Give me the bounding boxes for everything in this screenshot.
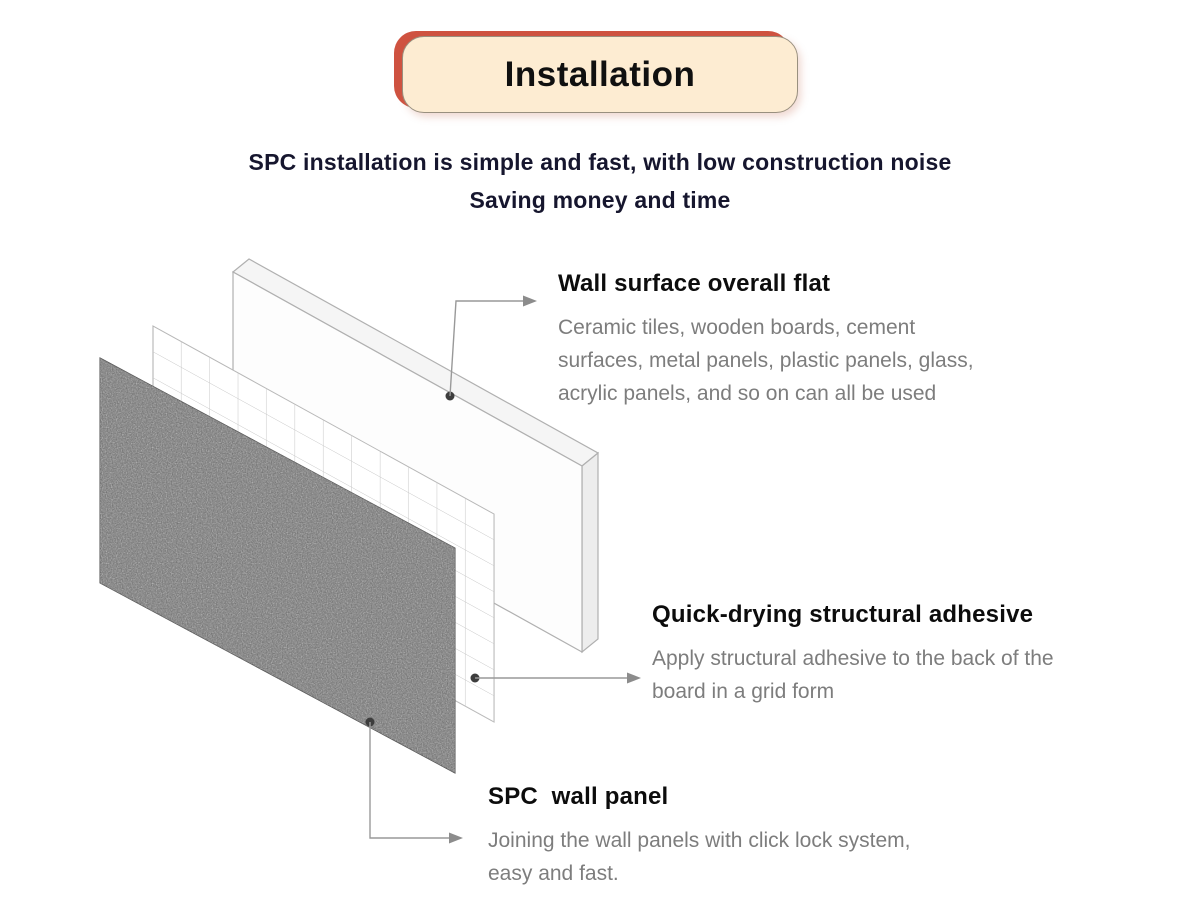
annotation-body-line: Ceramic tiles, wooden boards, cement [558,316,916,339]
intro-text: SPC installation is simple and fast, wit… [0,143,1200,219]
annotation-heading: Quick-drying structural adhesive [652,601,1034,628]
spc-panel-arrow-icon [449,832,463,844]
annotation-body-line: Joining the wall panels with click lock … [488,829,911,852]
annotation-adhesive: Quick-drying structural adhesive Apply s… [652,601,1054,708]
spc-panel-texture [100,358,455,773]
annotation-heading: SPC wall panel [488,783,669,810]
intro-line-2: Saving money and time [469,187,731,213]
spc-panel-leader-line [369,722,449,839]
spc-wall-panel [99,357,456,774]
annotation-body-line: Apply structural adhesive to the back of… [652,647,1054,670]
banner-face: Installation [402,36,798,113]
annotation-spc-panel: SPC wall panel Joining the wall panels w… [488,783,911,890]
title-banner: Installation [394,31,798,113]
annotation-body-line: easy and fast. [488,862,619,885]
annotation-heading: Wall surface overall flat [558,270,831,297]
annotation-body-line: acrylic panels, and so on can all be use… [558,382,937,405]
annotation-body-line: board in a grid form [652,680,835,703]
annotation-body-line: surfaces, metal panels, plastic panels, … [558,349,974,372]
page-title: Installation [504,54,696,94]
annotation-wall-surface: Wall surface overall flat Ceramic tiles,… [558,270,974,410]
wall-surface-side-face [581,451,599,654]
wall-surface-leader-line [449,300,523,397]
intro-line-1: SPC installation is simple and fast, wit… [248,149,952,175]
adhesive-arrow-icon [627,672,641,684]
wall-surface-arrow-icon [523,295,537,307]
